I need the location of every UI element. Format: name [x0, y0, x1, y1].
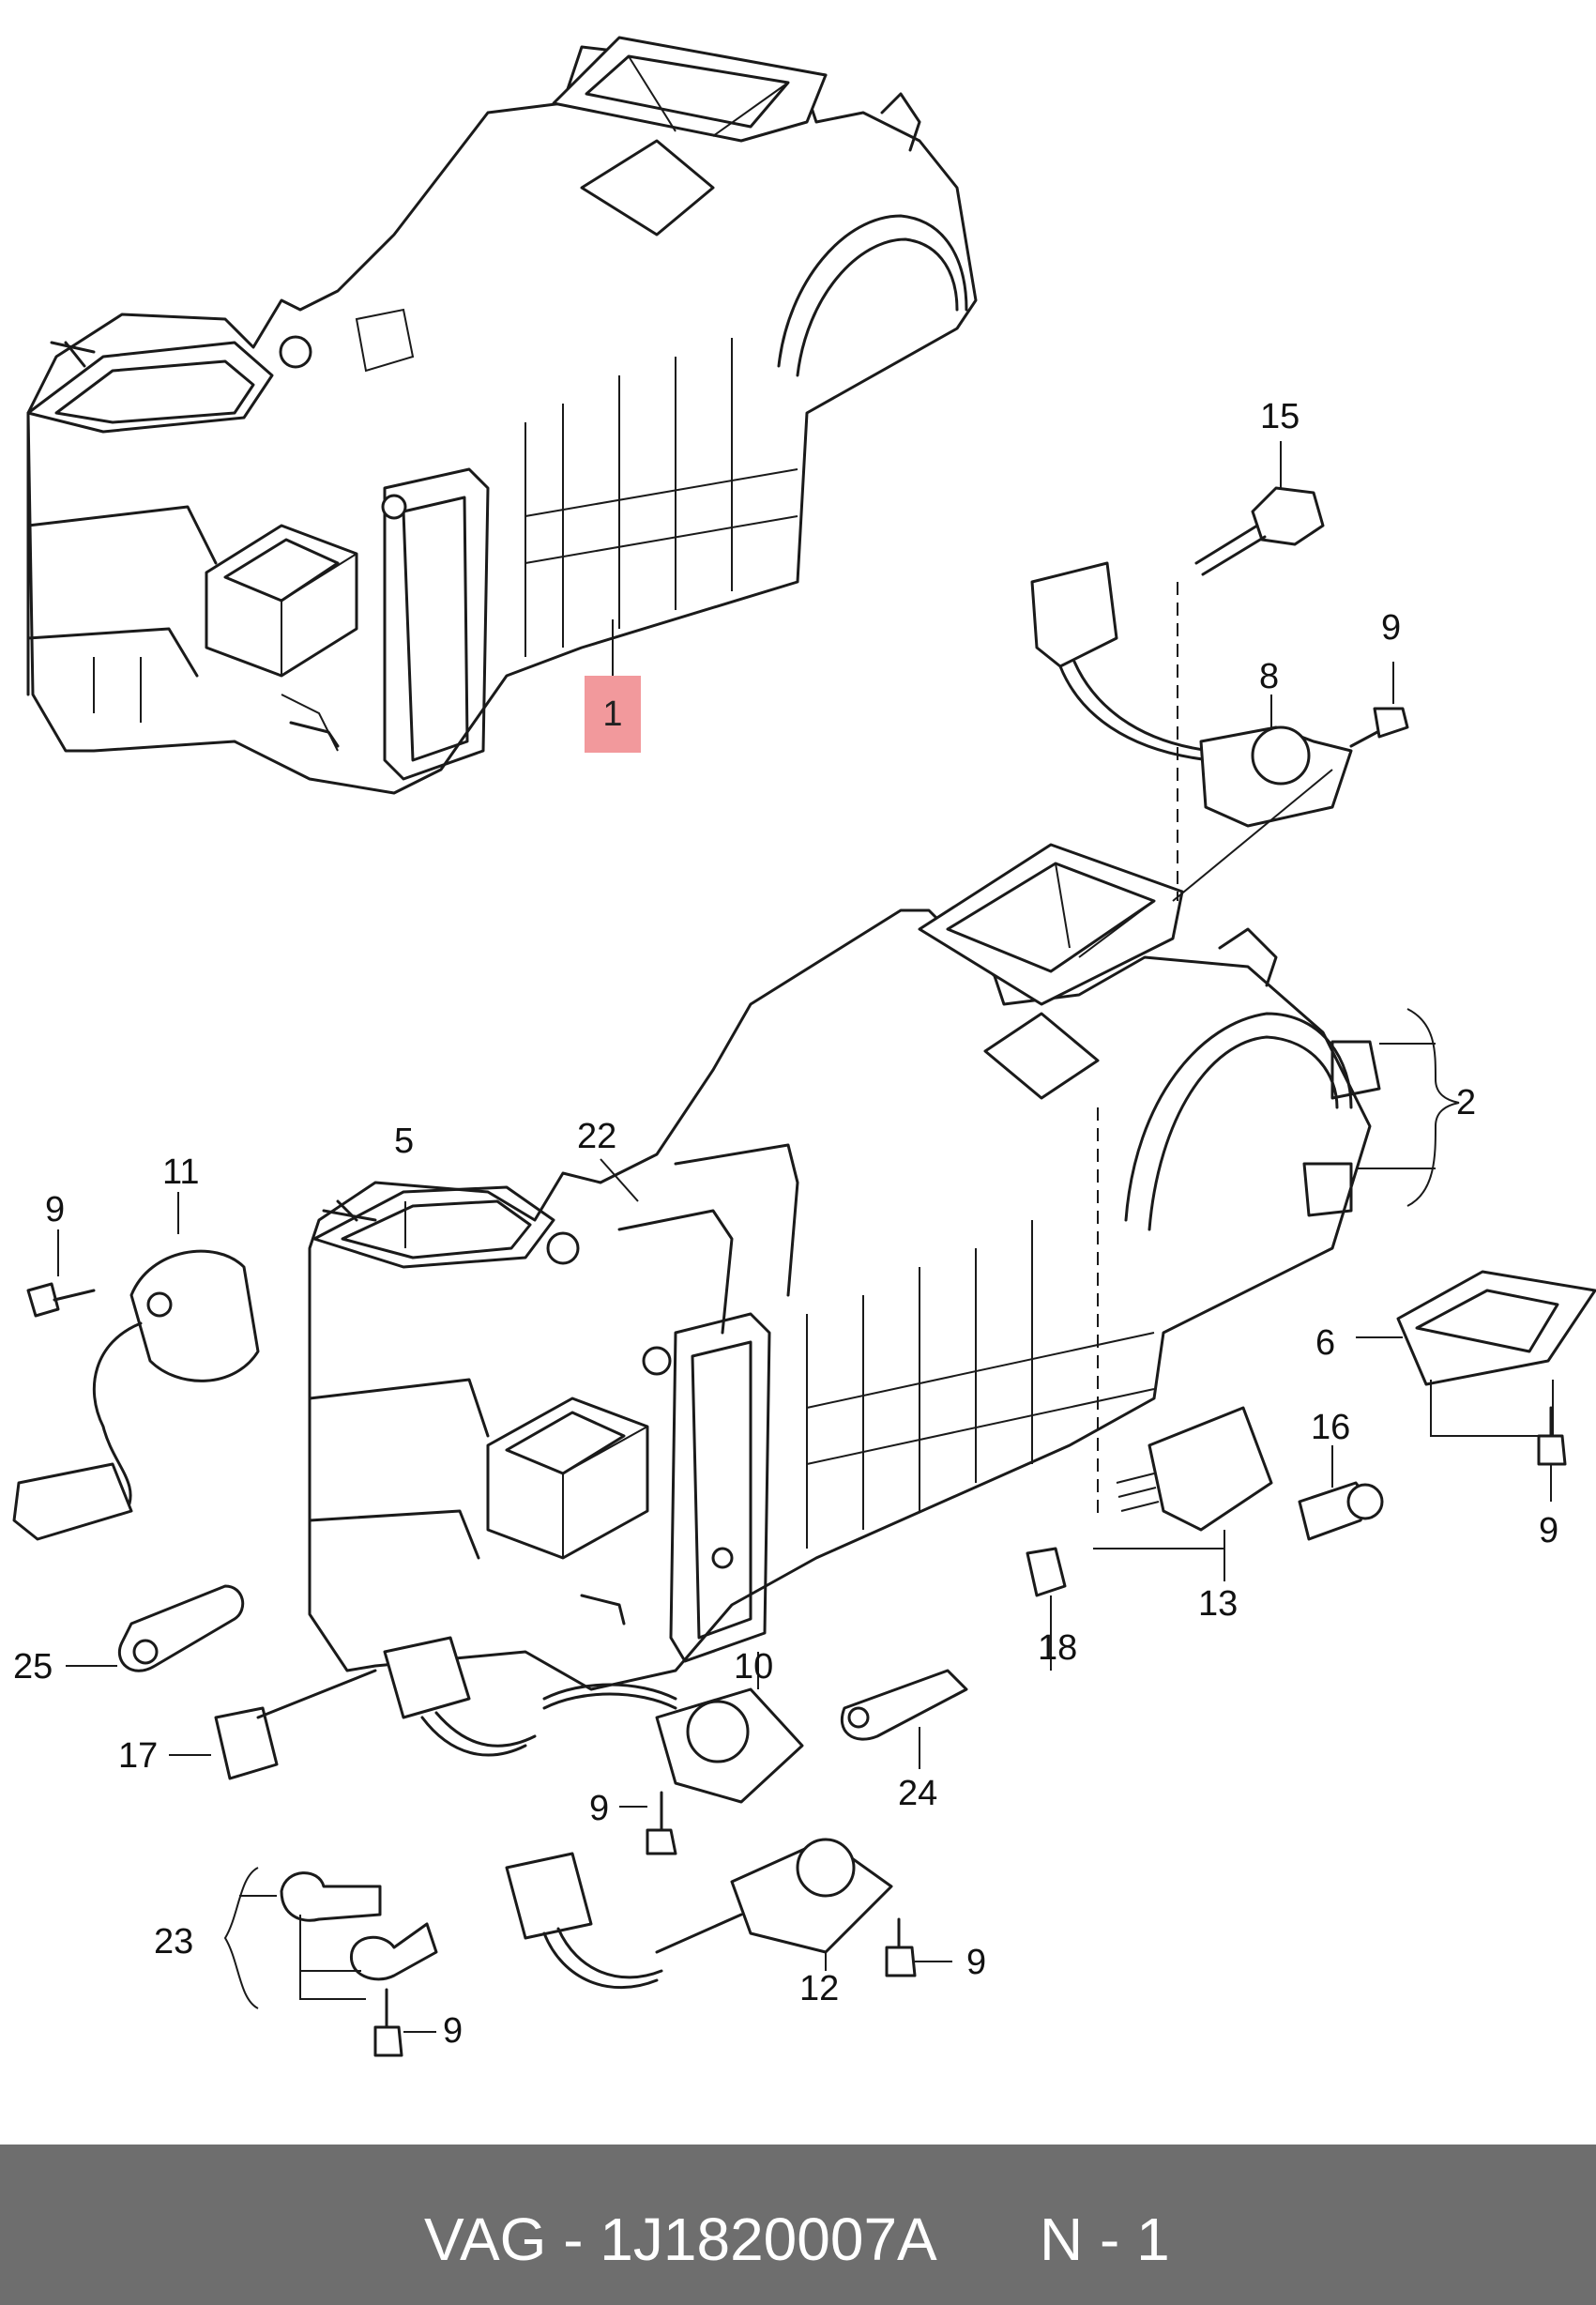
part-12-actuator: [505, 1838, 893, 1990]
callout-18: 18: [1038, 1628, 1078, 1668]
page-marker-label: N - 1: [1040, 2206, 1170, 2273]
callout-9-low-right: 9: [966, 1943, 987, 1982]
part-18-clip: [1026, 1547, 1067, 1628]
callout-9-mid: 9: [589, 1789, 610, 1828]
part-9-screw-right: [1537, 1406, 1567, 1502]
callout-17: 17: [118, 1736, 159, 1776]
part-8-actuator: [1030, 561, 1353, 902]
part-16-bolt: [1298, 1445, 1384, 1541]
part-10-actuator: [542, 1652, 804, 1804]
callout-16: 16: [1311, 1408, 1351, 1447]
callout-13: 13: [1198, 1584, 1239, 1624]
footer-bar: VAG - 1J1820007A N - 1: [0, 2145, 1596, 2305]
callout-5: 5: [394, 1122, 415, 1161]
part-9-screw-low-right: [885, 1917, 952, 1977]
callout-25: 25: [13, 1647, 53, 1687]
callout-6: 6: [1315, 1323, 1336, 1363]
callout-23: 23: [154, 1922, 194, 1962]
part-24-lever: [841, 1669, 968, 1769]
callout-11: 11: [162, 1152, 200, 1192]
callout-9-top: 9: [1381, 608, 1402, 648]
callout-12: 12: [799, 1969, 840, 2008]
part-9-screw-top: [1349, 662, 1409, 748]
callout-22: 22: [577, 1117, 617, 1156]
heater-housing-top: [26, 36, 978, 795]
callout-8: 8: [1259, 657, 1280, 696]
highlighted-callout-1[interactable]: 1: [585, 676, 641, 753]
part-25-lever: [66, 1584, 245, 1672]
part-13-resistor: [1093, 1406, 1273, 1581]
callout-10: 10: [734, 1647, 774, 1687]
part-15-sensor: [1194, 441, 1325, 576]
part-9-screw-mid: [619, 1791, 677, 1855]
callout-9-left: 9: [45, 1190, 66, 1229]
heater-housing-bottom: [308, 582, 1460, 1691]
part-17-bulb: [169, 1669, 377, 1780]
callout-2: 2: [1456, 1083, 1477, 1122]
exploded-view-drawing: [12, 36, 1596, 2057]
callout-24: 24: [898, 1774, 938, 1813]
part-6-flap: [1356, 1270, 1596, 1437]
connector-plug: [383, 1636, 537, 1757]
callout-1-label: 1: [602, 694, 623, 734]
parts-diagram: [12, 36, 1596, 2057]
part-23-levers: [223, 1867, 438, 2009]
part-number-label: VAG - 1J1820007A: [424, 2206, 937, 2273]
leader-22: [600, 1158, 639, 1202]
part-11-motor: [12, 1192, 260, 1541]
callout-9-low-left: 9: [443, 2011, 464, 2051]
part-9-screw-left: [26, 1229, 96, 1318]
part-9-screw-low-left: [373, 1988, 436, 2057]
callout-9-right: 9: [1539, 1511, 1559, 1550]
callout-15: 15: [1260, 397, 1300, 436]
